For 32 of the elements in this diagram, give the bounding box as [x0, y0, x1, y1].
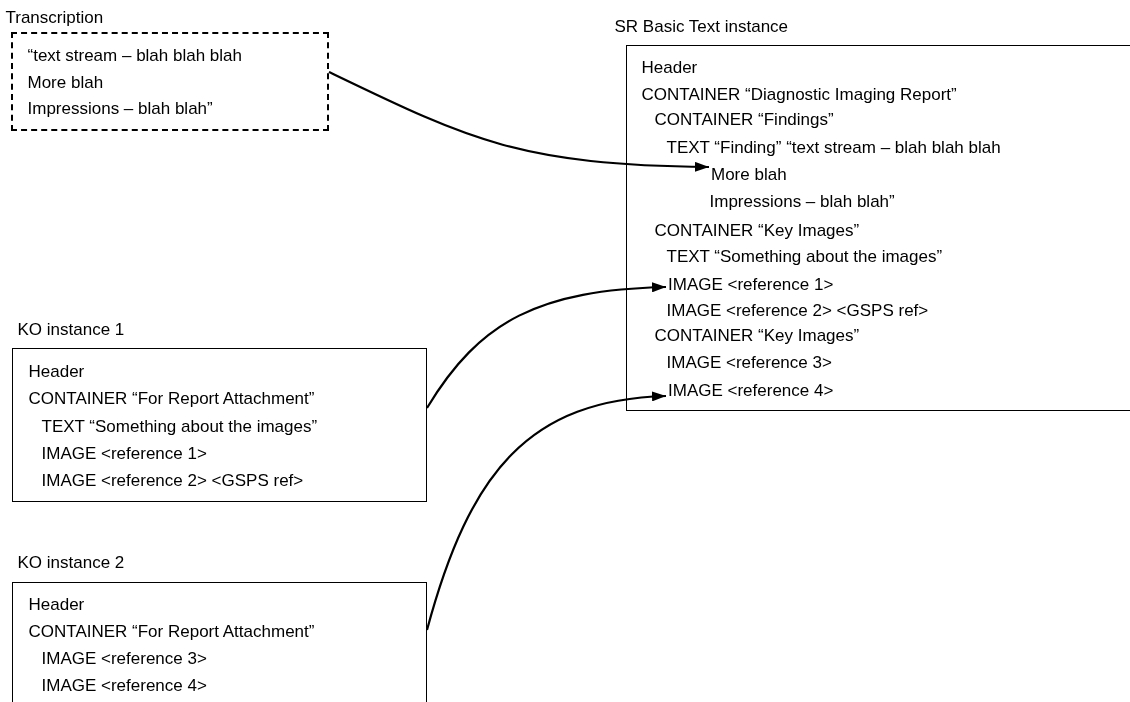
entry-text: CONTAINER “Diagnostic Imaging Report”: [641, 84, 957, 105]
entry-text: CONTAINER “Key Images”: [654, 220, 860, 241]
box-title: SR Basic Text instance: [614, 16, 789, 37]
entry-text: Header: [28, 361, 85, 382]
entry-text: IMAGE <reference 2> <GSPS ref>: [666, 300, 929, 321]
entry-text: CONTAINER “Key Images”: [654, 325, 860, 346]
entry-text: More blah: [709, 165, 789, 185]
entry-text: Impressions – blah blah”: [27, 98, 213, 119]
entry-text: CONTAINER “For Report Attachment”: [28, 621, 315, 642]
entry-text: TEXT “Something about the images”: [41, 416, 318, 437]
entry-text: Impressions – blah blah”: [709, 191, 895, 212]
entry-text: IMAGE <reference 1>: [666, 275, 844, 295]
arrow: [426, 282, 667, 409]
entry-text: More blah: [27, 72, 104, 93]
entry-text: CONTAINER “For Report Attachment”: [28, 388, 315, 409]
entry-text: IMAGE <reference 1>: [41, 443, 207, 464]
entry-text: IMAGE <reference 4>: [666, 381, 844, 401]
box-title: Transcription: [5, 7, 104, 28]
entry-text: CONTAINER “Findings”: [654, 109, 834, 130]
entry-text: Header: [641, 57, 698, 78]
box-title: KO instance 1: [17, 319, 125, 340]
box-title: KO instance 2: [17, 552, 125, 573]
entry-text: IMAGE <reference 2> <GSPS ref>: [41, 470, 304, 491]
entry-text: IMAGE <reference 3>: [666, 352, 832, 373]
entry-text: Header: [28, 594, 85, 615]
entry-text: “text stream – blah blah blah: [27, 45, 242, 66]
entry-text: IMAGE <reference 3>: [41, 648, 207, 669]
arrow: [425, 392, 667, 631]
entry-text: TEXT “Something about the images”: [666, 246, 943, 267]
entry-text: TEXT “Finding” “text stream – blah blah blah: [666, 137, 1001, 158]
entry-text: IMAGE <reference 4>: [41, 675, 207, 696]
arrow: [328, 71, 710, 172]
